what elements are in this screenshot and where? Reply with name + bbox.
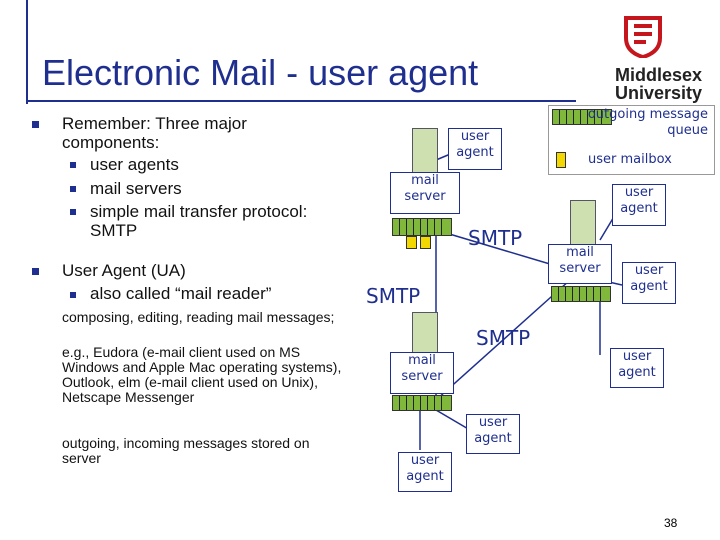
logo-line-1: Middlesex xyxy=(614,65,702,85)
smtp-label-1: SMTP xyxy=(468,226,523,250)
server-3-queue-icon xyxy=(392,395,452,411)
user-agent-1-label: user agent xyxy=(456,129,494,160)
slide-title: Electronic Mail - user agent xyxy=(42,52,479,93)
user-agent-4-label: user agent xyxy=(618,349,656,380)
user-agent-2: user agent xyxy=(612,184,666,226)
mailbox-icon xyxy=(556,152,566,168)
legend-queue-label: outgoing message queue xyxy=(587,107,708,138)
server-2-queue-icon xyxy=(551,286,611,302)
page-number: 38 xyxy=(664,516,678,530)
bullet-marker xyxy=(32,121,39,128)
server-1-mailbox-icon xyxy=(406,236,417,249)
mail-server-1: mail server xyxy=(390,172,460,214)
sub-bullet-mail-servers: mail servers xyxy=(90,179,182,198)
server-tower xyxy=(570,200,596,246)
mail-server-3: mail server xyxy=(390,352,454,394)
mail-server-3-label: mail server xyxy=(401,353,443,384)
sub-bullet-marker xyxy=(70,209,76,215)
server-1-queue-icon xyxy=(392,218,452,236)
logo-line-2: University xyxy=(614,83,702,103)
user-agent-4: user agent xyxy=(610,348,664,388)
paragraph-examples: e.g., Eudora (e-mail client used on MS W… xyxy=(62,344,342,405)
user-agent-6: user agent xyxy=(398,452,452,492)
server-tower xyxy=(412,312,438,358)
sub-bullet-marker xyxy=(70,162,76,168)
sub-bullet-smtp: simple mail transfer protocol: SMTP xyxy=(90,202,308,240)
mail-server-1-label: mail server xyxy=(404,173,446,204)
bullet-user-agent: User Agent (UA) xyxy=(62,261,186,280)
user-agent-5: user agent xyxy=(466,414,520,454)
sub-bullet-user-agents: user agents xyxy=(90,155,179,174)
user-agent-5-label: user agent xyxy=(474,415,512,446)
message-queue-icon xyxy=(552,109,612,125)
mail-server-2: mail server xyxy=(548,244,612,284)
bullet-marker xyxy=(32,268,39,275)
sub-bullet-marker xyxy=(70,292,76,298)
paragraph-composing: composing, editing, reading mail message… xyxy=(62,309,335,325)
legend-mailbox-label: user mailbox xyxy=(588,152,672,167)
user-agent-3: user agent xyxy=(622,262,676,304)
server-tower xyxy=(412,128,438,174)
mail-server-2-label: mail server xyxy=(559,245,601,276)
university-logo-text: Middlesex University xyxy=(586,66,702,102)
user-agent-3-label: user agent xyxy=(630,263,668,294)
paragraph-storage: outgoing, incoming messages stored on se… xyxy=(62,435,310,466)
title-frame-vertical xyxy=(26,0,28,104)
server-1-mailbox-icon xyxy=(420,236,431,249)
bullet-components: Remember: Three major components: xyxy=(62,114,247,152)
smtp-label-2: SMTP xyxy=(366,284,421,308)
user-agent-1: user agent xyxy=(448,128,502,170)
sub-bullet-mail-reader: also called “mail reader” xyxy=(90,284,272,303)
user-agent-6-label: user agent xyxy=(406,453,444,484)
user-agent-2-label: user agent xyxy=(620,185,658,216)
sub-bullet-marker xyxy=(70,186,76,192)
title-underline xyxy=(26,100,576,102)
smtp-label-3: SMTP xyxy=(476,326,531,350)
university-crest-icon xyxy=(624,16,662,58)
